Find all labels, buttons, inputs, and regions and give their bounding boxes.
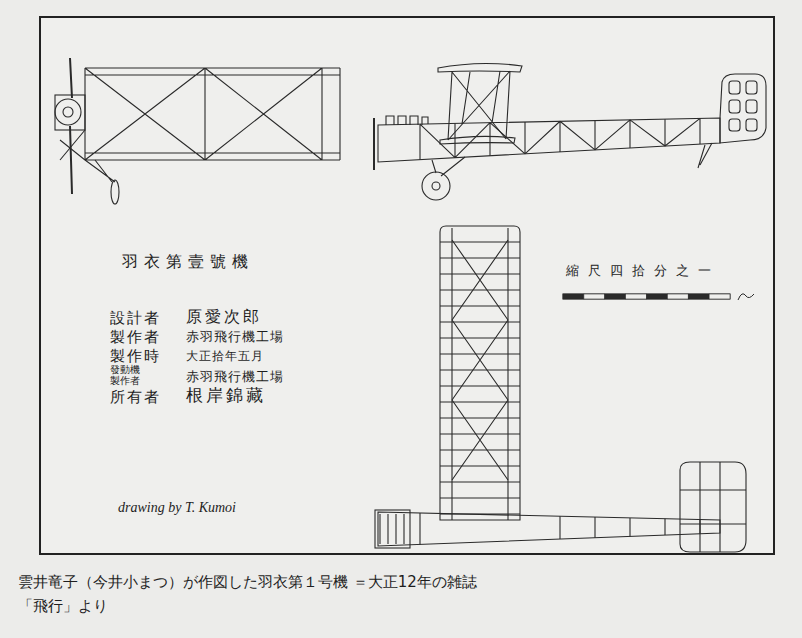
spec-value: 赤羽飛行機工場 (186, 369, 284, 385)
scale-segment (709, 294, 730, 299)
front-view (55, 58, 340, 204)
frame-border (40, 17, 774, 554)
spec-value: 大正拾年五月 (186, 349, 264, 363)
scale-segment (563, 294, 584, 299)
spec-label: 設計者 (110, 309, 161, 327)
spec-label: 製作時 (110, 347, 161, 365)
scale-segment (626, 294, 647, 299)
scale-label: 縮尺四拾分之一 (566, 263, 720, 279)
spec-label: 發動機 製作者 (110, 365, 144, 386)
spec-value: 根岸錦藏 (186, 385, 266, 405)
drawing-title: 羽衣第壹號機 (122, 252, 254, 271)
scale-segment (605, 294, 626, 299)
plan-view (375, 226, 746, 552)
scale-bar (563, 294, 754, 300)
scale-segment (667, 294, 688, 299)
spec-value: 原愛次郎 (186, 307, 262, 326)
spec-value: 赤羽飛行機工場 (186, 329, 284, 345)
side-view (374, 63, 766, 200)
scale-segment (584, 294, 605, 299)
artist-signature: drawing by T. Kumoi (118, 500, 236, 517)
spec-label: 製作者 (110, 328, 161, 346)
scale-segment (688, 294, 709, 299)
figure-caption: 雲井竜子（今井小まつ）が作図した羽衣第１号機 ＝大正12年の雑誌「飛行」より (18, 570, 488, 618)
scale-segment (647, 294, 668, 299)
spec-label: 所有者 (110, 388, 161, 406)
